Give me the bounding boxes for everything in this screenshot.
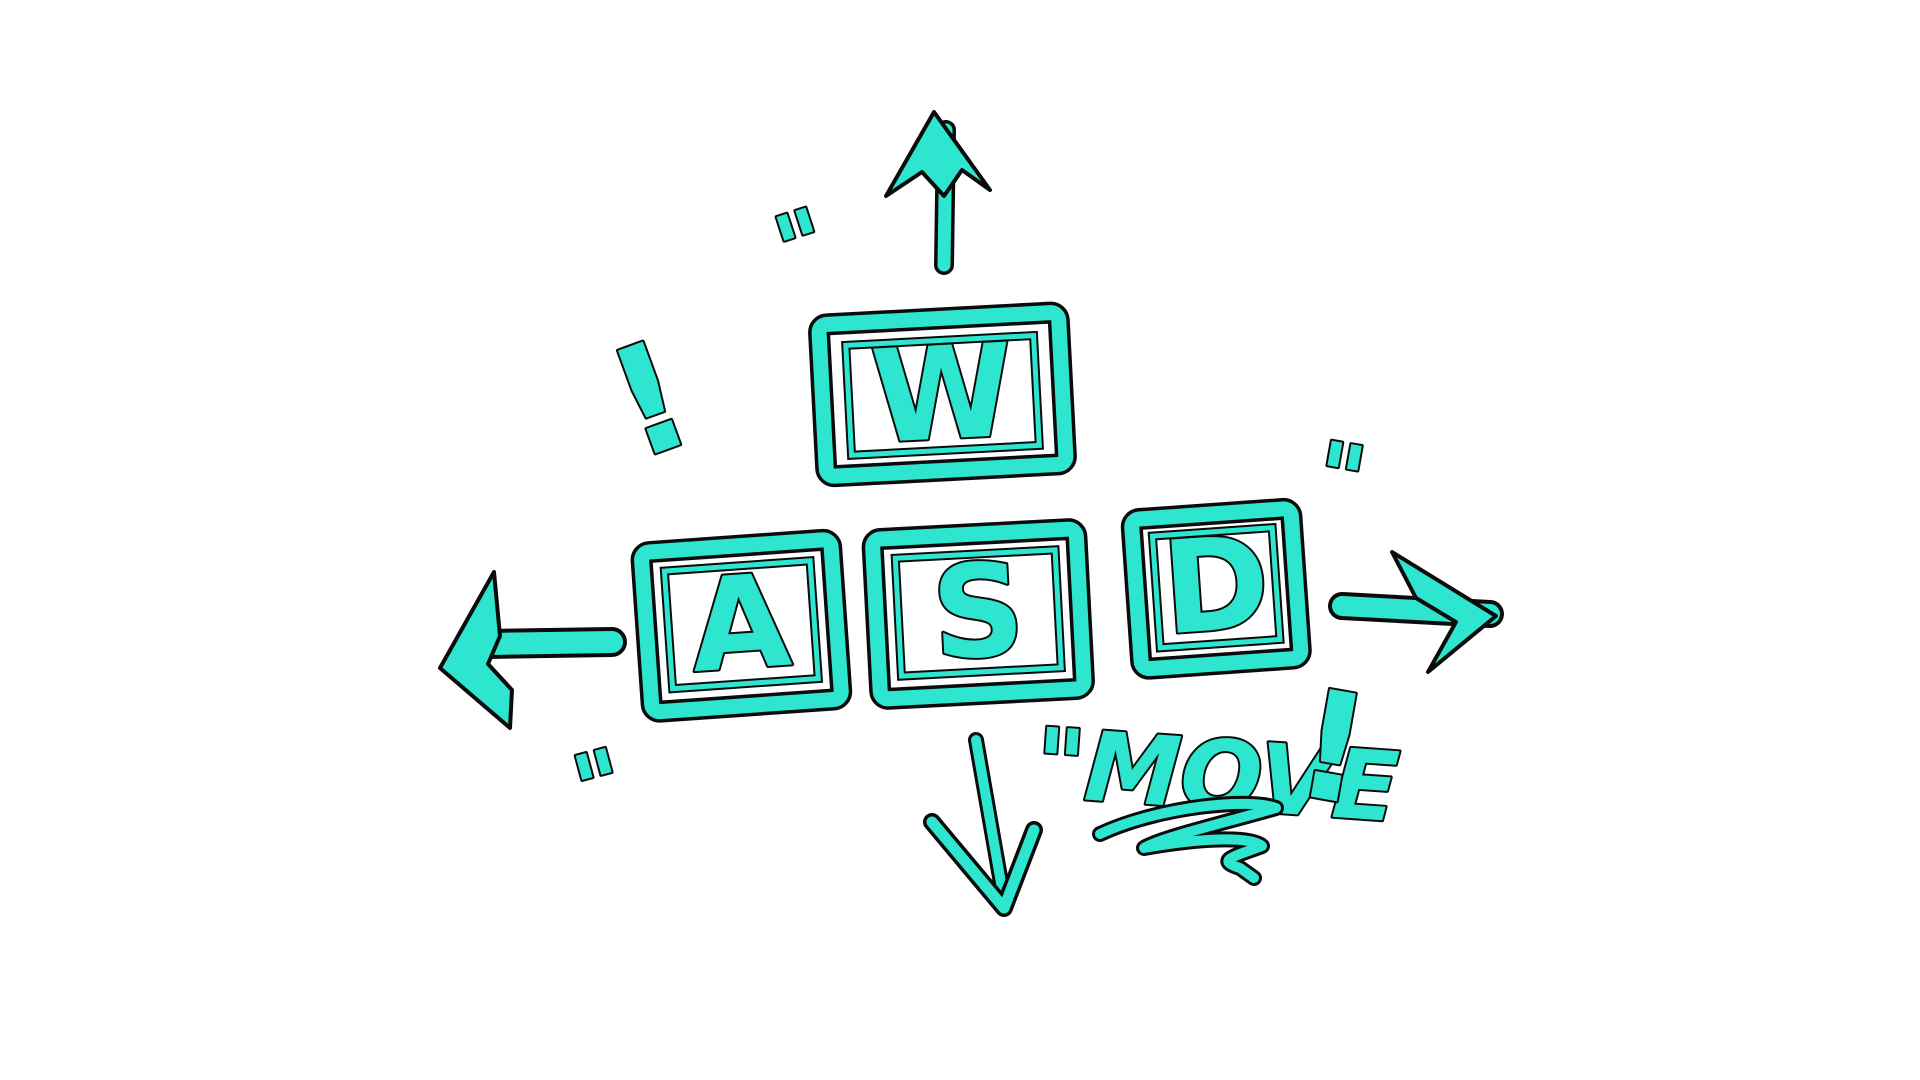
arrow-right-icon [1328,550,1504,674]
key-s-label: S [928,536,1028,690]
quote-right-label: " [1308,422,1374,536]
quote-mark-bottom-left: " [561,726,639,846]
quote-mark-right: " [1306,420,1376,538]
key-a-label: A [686,547,795,703]
quote-mark-top-left: " [761,186,844,307]
exclamation-label: ! [588,307,712,494]
underline-scribble [1092,795,1284,886]
arrow-left-icon [438,570,627,730]
key-a: A [630,528,853,723]
caption-open-quote: " [1032,707,1090,822]
quote-bottom-left-label: " [563,728,637,844]
key-d: D [1120,497,1312,680]
quote-top-left-label: " [763,188,842,305]
arrow-down-icon [923,732,1043,917]
key-w: W [808,301,1077,488]
arrow-up-icon [884,110,992,275]
key-d-label: D [1158,508,1274,664]
exclamation-mark: ! [586,305,714,496]
key-s: S [861,518,1095,710]
key-w-label: W [868,317,1017,473]
